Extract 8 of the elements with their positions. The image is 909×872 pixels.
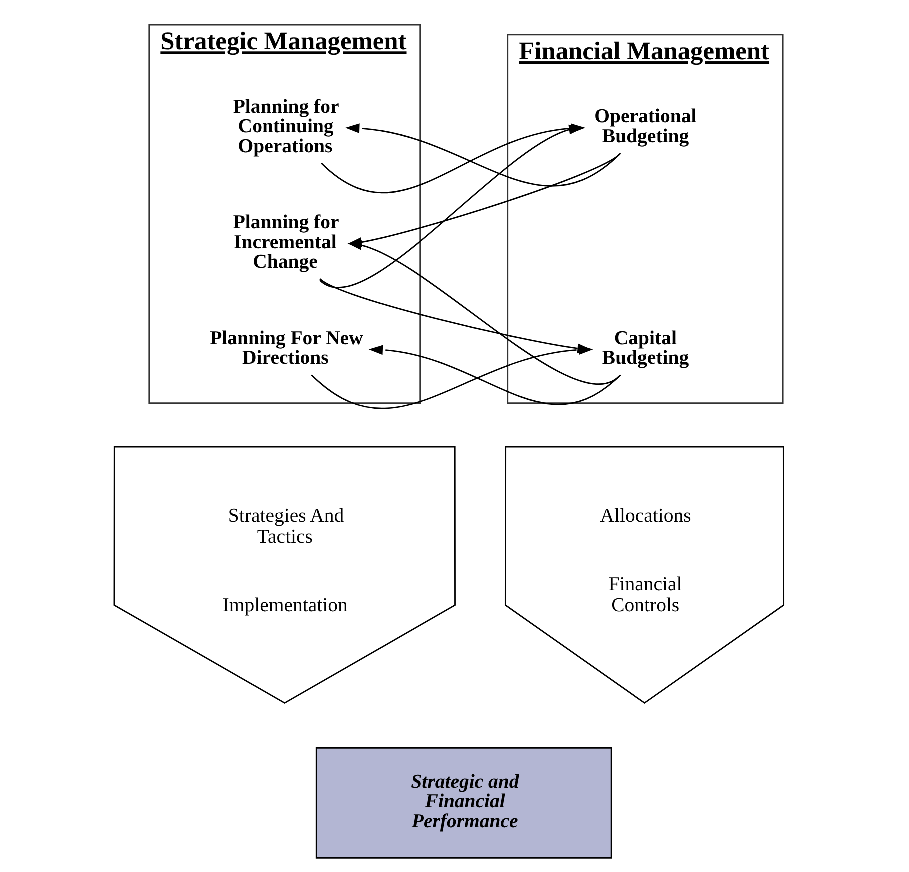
node-text: Operational Budgeting [594,106,697,148]
arrow [368,345,622,405]
node-text: Planning for Incremental Change [233,212,340,274]
node-text: Planning For New Directions [210,327,364,370]
node-text: Planning for Continuing Operations [233,96,340,158]
node-text: Capital Budgeting [602,327,690,370]
arrow [311,345,594,409]
node-box: Strategic and Financial Performance [316,747,612,859]
